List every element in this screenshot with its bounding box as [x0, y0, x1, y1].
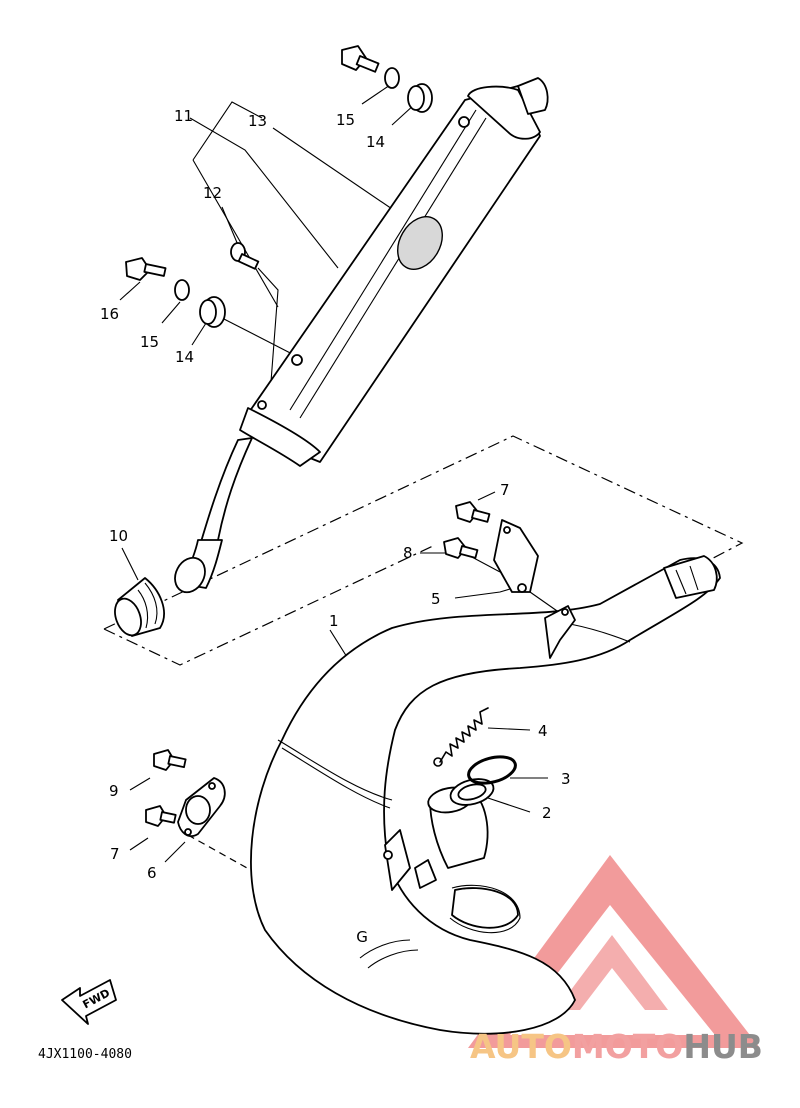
callout-4: 4	[538, 722, 548, 740]
bolt-9-icon	[153, 749, 187, 771]
callout-7-lower: 7	[110, 845, 120, 863]
bolt-8-icon	[443, 537, 479, 559]
pipe-joint-part-10	[114, 577, 165, 637]
watermark-moto: MOTO	[572, 1027, 683, 1066]
muffler-packing-part-13	[397, 216, 443, 270]
bolt-upper-icon	[341, 45, 380, 73]
washer-upper-icon	[384, 67, 400, 89]
callout-1: 1	[329, 612, 339, 630]
callout-9: 9	[109, 782, 119, 800]
callout-8: 8	[403, 544, 413, 562]
bolt-7-upper-icon	[455, 501, 491, 523]
callout-14-lower: 14	[175, 348, 194, 366]
callout-14-upper: 14	[366, 133, 385, 151]
damper-lower-icon	[199, 296, 226, 328]
fwd-arrow-icon: FWD	[61, 979, 117, 1025]
damper-upper-icon	[407, 83, 433, 113]
gasket-part-2	[449, 778, 495, 806]
callout-16: 16	[100, 305, 119, 323]
callout-15-upper: 15	[336, 111, 355, 129]
callout-2: 2	[542, 804, 552, 822]
callout-labels: 1 2 3 4 5 6 7 7 8 9 10 11 12 13 14 14 15…	[100, 107, 571, 882]
callout-15-lower: 15	[140, 333, 159, 351]
bolt-12-icon	[230, 242, 260, 270]
group-frame-outline-lower	[103, 544, 436, 666]
exhaust-chamber-part-1	[250, 555, 721, 1035]
callout-12: 12	[203, 184, 222, 202]
watermark-auto: AUTO	[470, 1027, 572, 1066]
washer-lower-icon	[174, 279, 190, 301]
group-frame-outline	[103, 435, 744, 630]
callout-5: 5	[431, 590, 441, 608]
watermark-hub: HUB	[683, 1027, 763, 1066]
callout-10: 10	[109, 527, 128, 545]
reference-marker-label: G	[356, 928, 368, 946]
bolt-7-lower-icon	[145, 805, 177, 827]
flange-part-6	[177, 777, 226, 837]
callout-7-upper: 7	[500, 481, 510, 499]
reference-marker-g: G	[356, 928, 368, 946]
o-ring-part-3	[467, 755, 517, 785]
spring-part-4	[433, 707, 489, 767]
callout-11: 11	[174, 107, 193, 125]
diagram-code: 4JX1100-4080	[38, 1047, 132, 1062]
bolt-lower-icon	[125, 257, 167, 281]
muffler-part-11	[174, 77, 549, 594]
bracket-part-5	[493, 519, 539, 593]
callout-13: 13	[248, 112, 267, 130]
callout-3: 3	[561, 770, 571, 788]
callout-6: 6	[147, 864, 157, 882]
watermark-text: AUTOMOTOHUB	[470, 1027, 763, 1066]
